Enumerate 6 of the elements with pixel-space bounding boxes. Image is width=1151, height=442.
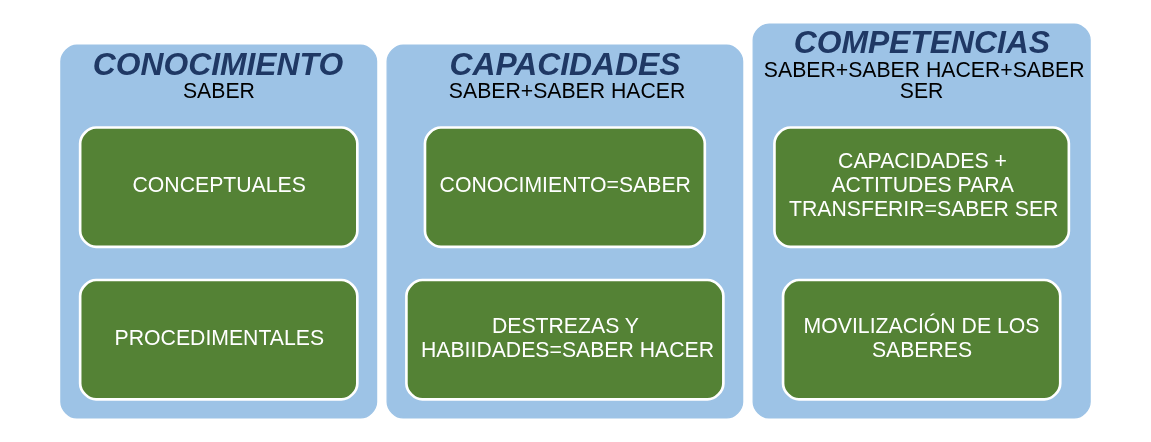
node-box: CONOCIMIENTO=SABER	[423, 126, 707, 249]
node-box: CONCEPTUALES	[78, 126, 359, 249]
node-box: PROCEDIMENTALES	[78, 278, 359, 401]
node-box: MOVILIZACIÓN DE LOS SABERES	[781, 278, 1062, 401]
node-box: DESTREZAS Y HABIIDADES=SABER HACER	[405, 278, 725, 401]
node-box: CAPACIDADES + ACTITUDES PARA TRANSFERIR=SABER SER	[773, 126, 1071, 249]
